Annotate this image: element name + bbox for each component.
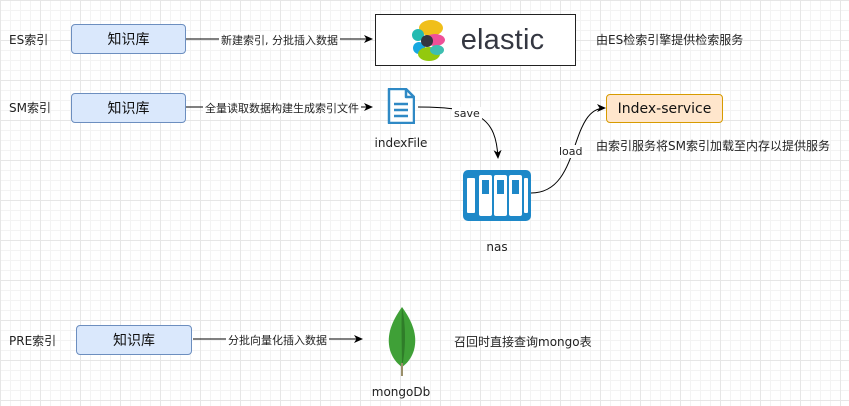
load-edge-label: load (557, 145, 585, 158)
sm-knowledge-base-box[interactable]: 知识库 (71, 93, 186, 123)
sm-edge-label: 全量读取数据构建生成索引文件 (203, 100, 361, 116)
sm-row-label: SM索引 (9, 101, 51, 115)
pre-row-label: PRE索引 (9, 334, 57, 348)
mongodb-caption: mongoDb (371, 385, 431, 399)
elastic-logo-icon (411, 20, 445, 61)
elastic-logo-text: elastic (460, 23, 545, 56)
elastic-logo-box[interactable]: elastic (375, 14, 576, 66)
document-icon[interactable] (387, 88, 415, 124)
es-edge-label: 新建索引, 分批插入数据 (219, 32, 340, 48)
pre-knowledge-base-box[interactable]: 知识库 (76, 325, 192, 355)
storage-server-icon[interactable] (463, 170, 531, 221)
index-file-caption: indexFile (374, 136, 428, 150)
nas-caption: nas (486, 240, 508, 254)
mongodb-leaf-icon[interactable] (384, 305, 420, 377)
sm-note: 由索引服务将SM索引加载至内存以提供服务 (596, 139, 830, 153)
es-row-label: ES索引 (9, 33, 49, 47)
es-knowledge-base-box[interactable]: 知识库 (71, 24, 186, 54)
pre-note: 召回时直接查询mongo表 (454, 335, 592, 349)
index-service-box[interactable]: Index-service (606, 94, 723, 123)
es-note: 由ES检索引擎提供检索服务 (596, 33, 744, 47)
save-edge-label: save (452, 107, 482, 120)
pre-edge-label: 分批向量化插入数据 (226, 332, 329, 348)
